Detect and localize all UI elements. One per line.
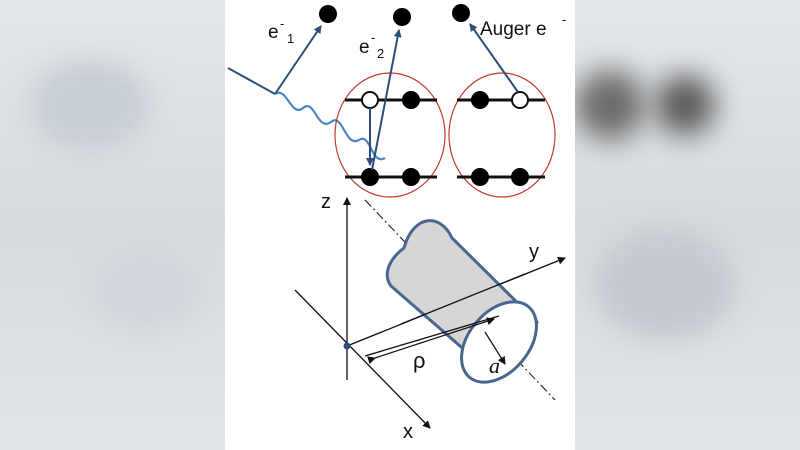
electron-1-subscript: 1 [287, 31, 294, 46]
electron-lower-atom-2-right [511, 168, 529, 186]
hole-upper-atom-2 [511, 91, 529, 109]
electron-upper-atom-2 [471, 91, 489, 109]
blurred-background-right [575, 0, 800, 450]
electron-1-superscript: - [280, 16, 284, 31]
atom-2-circle [448, 72, 556, 198]
electron-2-arrow [371, 29, 402, 171]
radius-label: a [489, 353, 500, 378]
electron-lower-atom-1-left [361, 168, 379, 186]
auger-electron-arrow [469, 23, 519, 93]
electron-lower-atom-1-right [402, 168, 420, 186]
auger-and-cylinder-diagram: e - 1 e - 2 Auger e - [227, 4, 566, 443]
electron-1-dot [319, 5, 337, 23]
rho-label: ρ [413, 348, 426, 373]
electron-1-label: e [268, 22, 279, 43]
auger-electron-dot [452, 4, 470, 22]
auger-electron-label: Auger e [480, 19, 547, 40]
auger-superscript: - [562, 12, 566, 27]
cylinder-coordinate-diagram: z y x ρ a [294, 191, 566, 443]
auger-process-diagram: e - 1 e - 2 Auger e - [227, 4, 566, 198]
incident-line [227, 67, 276, 95]
diagram-panel: e - 1 e - 2 Auger e - [225, 0, 575, 450]
origin-point [343, 342, 351, 350]
hole-upper-atom-1 [361, 91, 379, 109]
photon-wave [274, 91, 386, 161]
y-axis-label: y [529, 241, 539, 263]
radius-arrow [484, 331, 506, 365]
z-axis-label: z [321, 191, 331, 213]
electron-2-dot [393, 8, 411, 26]
electron-upper-atom-1 [402, 91, 420, 109]
electron-lower-atom-2-left [471, 168, 489, 186]
rho-dimension-arrow [367, 317, 495, 364]
electron-2-superscript: - [371, 30, 375, 45]
y-axis-over-cylinder [400, 273, 526, 325]
blurred-background-left [0, 0, 225, 450]
electron-2-label: e [359, 37, 370, 58]
x-axis-label: x [403, 421, 413, 443]
electron-2-subscript: 2 [377, 46, 384, 61]
electron-1-arrow [274, 25, 322, 95]
x-axis [294, 289, 431, 429]
